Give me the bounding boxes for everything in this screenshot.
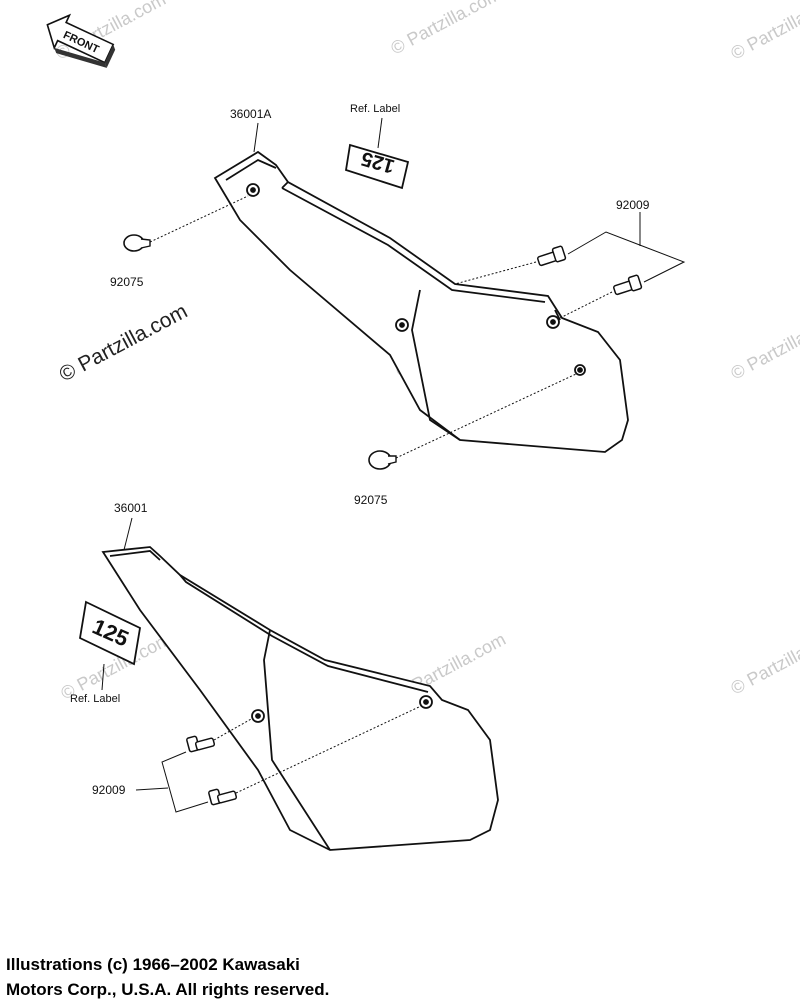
part-number-cover-left: 36001	[114, 501, 148, 515]
bolt-icon	[537, 245, 567, 267]
leader-line	[213, 717, 254, 741]
leader-line	[135, 787, 169, 791]
damper-icon	[368, 450, 397, 470]
leader-line	[567, 231, 686, 283]
copyright-line-1: Illustrations (c) 1966–2002 Kawasaki	[6, 955, 300, 974]
copyright-line-2: Motors Corp., U.S.A. All rights reserved…	[6, 980, 330, 999]
damper-icon	[123, 234, 151, 252]
bolt-icon	[186, 735, 216, 753]
watermark: © Partzilla.com	[387, 0, 503, 59]
leader-line	[149, 195, 249, 243]
leader-line	[395, 373, 577, 459]
watermark: © Partzilla.com	[727, 0, 800, 64]
leader-line	[454, 261, 537, 285]
part-number-damper-top: 92075	[110, 275, 144, 289]
watermark: © Partzilla.com	[727, 309, 800, 384]
emblem-125-bottom: 125	[79, 600, 141, 666]
bolt-icon	[208, 788, 238, 806]
leader-line	[377, 117, 383, 149]
leader-line	[123, 517, 133, 551]
part-number-bolt-bottom: 92009	[92, 783, 126, 797]
leader-line	[253, 122, 259, 153]
side-cover-right	[213, 150, 629, 453]
side-cover-left	[101, 546, 499, 851]
ref-label-bottom: Ref. Label	[70, 693, 120, 705]
leader-line	[559, 291, 613, 319]
part-number-cover-right: 36001A	[230, 107, 271, 121]
leader-line	[101, 663, 105, 691]
bolt-icon	[613, 274, 643, 296]
emblem-125-top: 125	[344, 143, 410, 190]
ref-label-top: Ref. Label	[350, 103, 400, 115]
part-number-bolt-top: 92009	[616, 198, 650, 212]
copyright-notice: Illustrations (c) 1966–2002 Kawasaki Mot…	[6, 952, 329, 1002]
leader-line	[161, 751, 209, 813]
part-number-damper-bottom: 92075	[354, 493, 388, 507]
watermark-main: © Partzilla.com	[56, 300, 192, 387]
watermark: © Partzilla.com	[727, 624, 800, 699]
